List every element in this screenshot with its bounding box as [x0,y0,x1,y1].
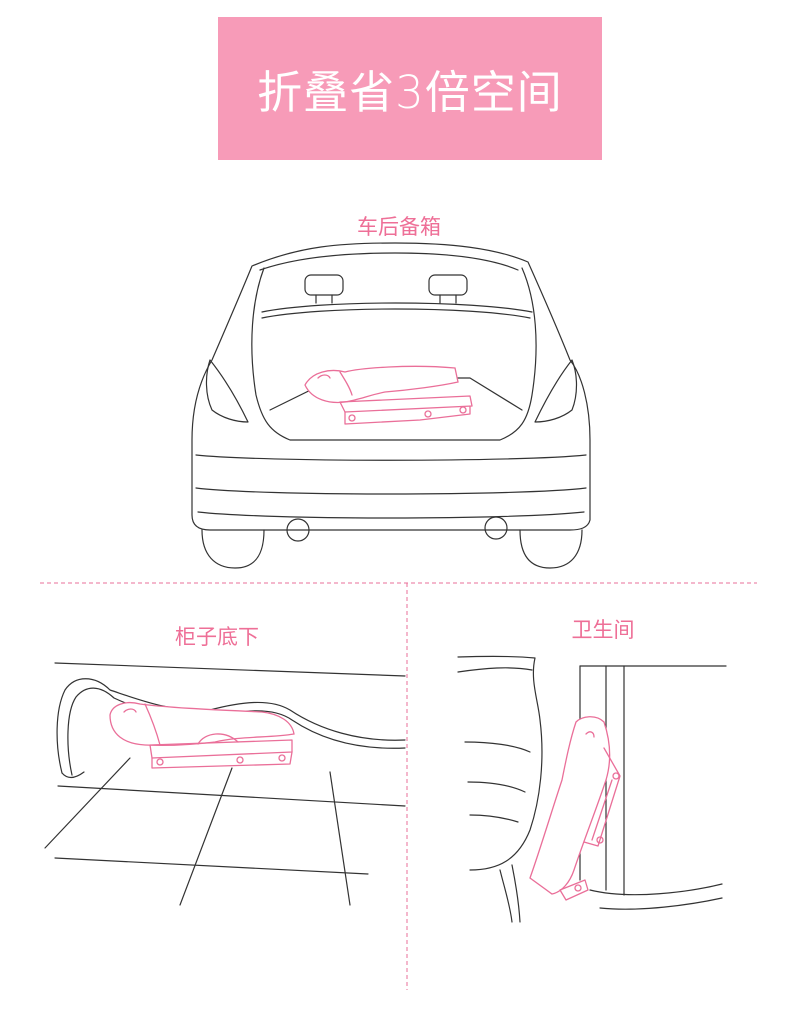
headrest-left [304,274,344,296]
exhaust-right [484,516,508,540]
title-banner: 折叠省3倍空间 [218,17,602,160]
bumper-top [195,454,587,461]
floor-line-1 [57,785,406,807]
cabinet-illustration [44,662,406,906]
bumper-middle [195,487,587,495]
car-roof-line [259,252,519,271]
toilet-lid-line [457,667,533,673]
floor-tile-line-1 [44,757,131,849]
tail-light-right [534,359,578,423]
folded-walker-bathroom [529,716,621,901]
trunk-label: 车后备箱 [357,215,441,239]
folded-walker-trunk [304,365,473,425]
wheel-right [519,529,583,569]
wheel-left [201,529,265,569]
bathroom-illustration [457,655,727,923]
car-illustration [191,242,591,569]
parcel-shelf-edge [261,308,531,319]
cabinet-label: 柜子底下 [175,625,259,649]
tail-light-left [205,359,249,423]
bathroom-label: 卫生间 [571,618,635,642]
cabinet-top-line [54,662,406,677]
toilet-bowl-line [467,781,526,793]
bumper-bottom [197,511,585,519]
car-body-outline [191,242,591,531]
toilet-base-line [469,814,519,823]
toilet-seat-line [464,741,531,753]
floor-tile-line-3 [329,771,351,906]
floor-line-2 [54,857,369,875]
floor-curve [599,897,723,910]
banner-title: 折叠省3倍空间 [257,66,563,119]
parcel-shelf [261,302,533,313]
exhaust-left [286,518,310,542]
folded-walker-cabinet [109,701,295,769]
headrest-right [428,274,468,296]
cabinet-floor-curve [589,883,723,896]
toilet-outline [457,655,543,871]
floor-tile-line-2 [179,767,233,906]
trunk-opening [251,267,537,441]
